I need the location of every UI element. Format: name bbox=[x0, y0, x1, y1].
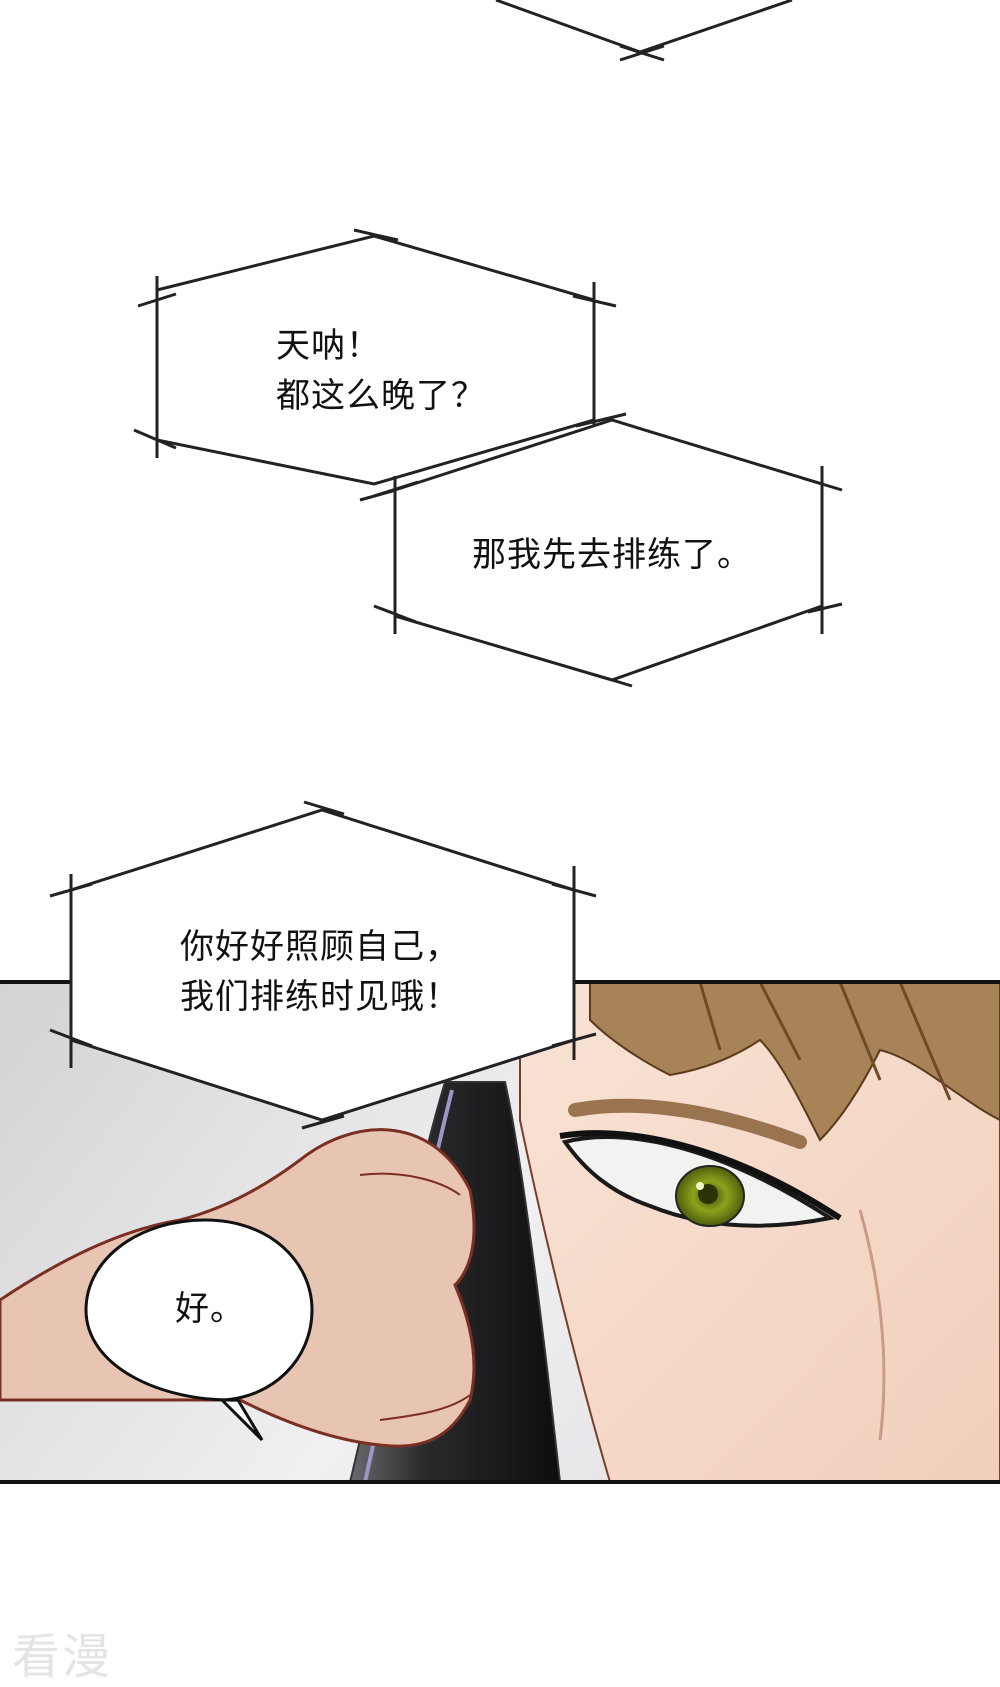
bubble-3-line-2: 我们排练时见哦！ bbox=[180, 977, 460, 1017]
bubble-1-line-1: 天呐！ bbox=[276, 326, 381, 366]
bubble-hexagon-2 bbox=[373, 412, 843, 688]
bubble-4-line-1: 好。 bbox=[175, 1289, 245, 1329]
bubble-3-text: 你好好照顾自己， 我们排练时见哦！ bbox=[180, 922, 460, 1022]
bubble-round-4 bbox=[84, 1218, 314, 1442]
bubble-1-line-2: 都这么晚了？ bbox=[276, 376, 486, 416]
bubble-4-text: 好。 bbox=[175, 1284, 245, 1334]
bubble-partial-top bbox=[495, 0, 793, 62]
bubble-3-line-1: 你好好照顾自己， bbox=[180, 927, 460, 967]
bubble-hexagon-3 bbox=[49, 800, 597, 1130]
bubble-2-line-1: 那我先去排练了。 bbox=[472, 535, 752, 575]
bubble-1-text: 天呐！ 都这么晚了？ bbox=[276, 321, 486, 421]
watermark-logo: 看漫 bbox=[12, 1629, 113, 1685]
bubble-2-text: 那我先去排练了。 bbox=[472, 530, 752, 580]
